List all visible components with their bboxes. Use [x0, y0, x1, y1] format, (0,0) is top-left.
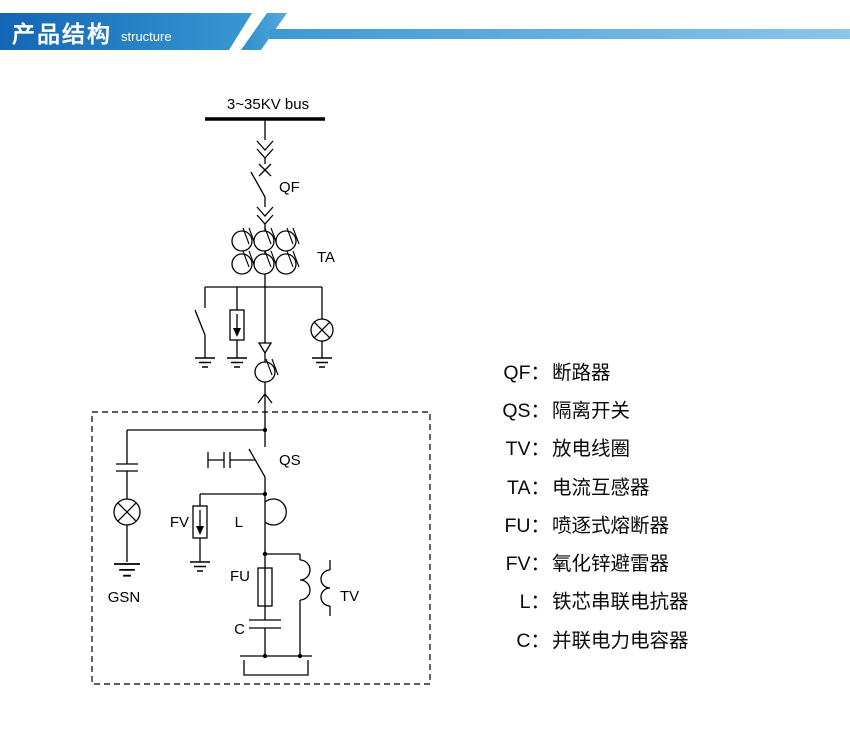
label-ta: TA [317, 249, 335, 266]
bus-label: 3~35KV bus [227, 96, 309, 113]
legend-key: TA： [507, 476, 550, 499]
drawout-contact-icon [256, 140, 274, 159]
gsn-indicator-branch [113, 429, 265, 577]
legend-desc: 隔离开关 [552, 399, 631, 422]
page-title: 产品结构 [12, 20, 112, 47]
legend-key: TV： [505, 438, 550, 461]
legend-key: L： [519, 591, 550, 614]
legend-item: QS： 隔离开关 [498, 389, 689, 427]
header-banner: 产品结构 structure [0, 13, 252, 50]
label-fv: FV [170, 514, 189, 531]
legend-item: QF： 断路器 [498, 351, 689, 389]
header-banner-strip [269, 29, 850, 39]
instrument-branch [194, 286, 334, 368]
plug-connector-icon [257, 342, 273, 355]
junction-dots [262, 427, 303, 659]
label-l: L [235, 514, 243, 531]
disconnect-switch-qs [207, 448, 266, 478]
series-reactor-l [264, 498, 287, 526]
legend-desc: 放电线圈 [552, 438, 631, 461]
arrester-fv-branch [189, 493, 265, 572]
legend-item: FU： 喷逐式熔断器 [498, 504, 689, 542]
label-fu: FU [230, 568, 250, 585]
legend-desc: 断路器 [552, 361, 611, 384]
capacitor-c [249, 619, 281, 656]
legend-item: TA： 电流互感器 [498, 466, 689, 504]
label-qf: QF [279, 179, 300, 196]
fuse-fu [257, 567, 273, 607]
label-c: C [234, 621, 245, 638]
legend-item: TV： 放电线圈 [498, 428, 689, 466]
legend-desc: 喷逐式熔断器 [552, 514, 670, 537]
up-arrow-contact-icon [257, 392, 273, 404]
label-tv: TV [340, 588, 359, 605]
page-subtitle: structure [121, 29, 172, 44]
legend-key: QF： [503, 361, 550, 384]
label-qs: QS [279, 452, 301, 469]
legend-desc: 并联电力电容器 [552, 629, 689, 652]
legend-key: QS： [502, 399, 550, 422]
legend-key: FV： [505, 553, 550, 576]
label-gsn: GSN [108, 589, 141, 606]
legend-key: FU： [504, 514, 551, 537]
legend-desc: 铁芯串联电抗器 [552, 591, 689, 614]
bottom-connection [240, 655, 312, 676]
legend-key: C： [516, 629, 550, 652]
drawout-contact-icon [256, 206, 274, 225]
cabinet-enclosure [91, 411, 431, 685]
legend: QF： 断路器 QS： 隔离开关 TV： 放电线圈 TA： 电流互感器 FU： … [498, 351, 689, 657]
current-transformer-single [254, 358, 279, 383]
legend-desc: 氧化锌避雷器 [552, 553, 670, 576]
legend-item: C： 并联电力电容器 [498, 619, 689, 657]
legend-desc: 电流互感器 [552, 476, 650, 499]
discharge-coil-tv [265, 553, 331, 656]
legend-item: L： 铁芯串联电抗器 [498, 581, 689, 619]
current-transformer-ta [231, 227, 300, 275]
circuit-breaker-qf [250, 163, 272, 198]
legend-item: FV： 氧化锌避雷器 [498, 542, 689, 580]
